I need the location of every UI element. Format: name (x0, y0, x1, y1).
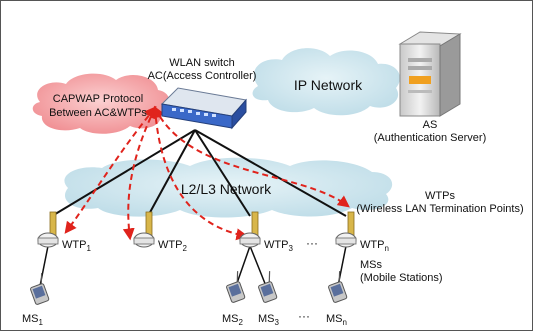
wtp-n-label: WTPn (360, 239, 389, 253)
wlan-switch-label-line1: WLAN switch (169, 57, 234, 69)
wtp-n-icon (335, 211, 357, 248)
wtps-label-line1: WTPs (425, 190, 455, 202)
wlan-switch-icon (160, 87, 247, 130)
authentication-server-icon (398, 31, 462, 117)
ms-2-label: MS2 (222, 313, 244, 327)
wtps-label-line2: (Wireless LAN Termination Points) (356, 203, 523, 215)
ms-ellipsis: ··· (298, 309, 310, 323)
wtp-ms-links (39, 245, 347, 287)
wtp-3-label: WTP3 (264, 239, 293, 253)
wlan-switch-label-line2: AC(Access Controller) (148, 70, 257, 82)
ip-network-cloud (252, 48, 400, 116)
capwap-label-line1: CAPWAP Protocol (53, 93, 143, 105)
ms-2-icon (226, 271, 246, 303)
wtp-3-icon (239, 211, 261, 248)
wtp-2-icon (133, 211, 155, 248)
as-label-line1: AS (423, 119, 438, 131)
ip-network-label: IP Network (294, 77, 363, 93)
ms-n-label: MSn (326, 313, 347, 327)
ms-1-label: MS1 (22, 313, 44, 327)
as-label-line2: (Authentication Server) (374, 132, 487, 144)
capwap-arrows (64, 105, 350, 241)
mss-label-line2: (Mobile Stations) (360, 272, 443, 284)
wtp-1-label: WTP1 (62, 239, 91, 253)
ms-1-icon (30, 273, 50, 305)
ms-3-label: MS3 (258, 313, 280, 327)
capwap-label-line2: Between AC&WTPs (49, 107, 147, 119)
l2l3-network-label: L2/L3 Network (181, 181, 272, 197)
wtp-ellipsis: ··· (306, 236, 318, 250)
mss-label-line1: MSs (360, 259, 383, 271)
wtp-2-label: WTP2 (158, 239, 187, 253)
ms-n-icon (328, 271, 348, 303)
ms-3-icon (258, 271, 278, 303)
wtp-1-icon (37, 211, 59, 248)
